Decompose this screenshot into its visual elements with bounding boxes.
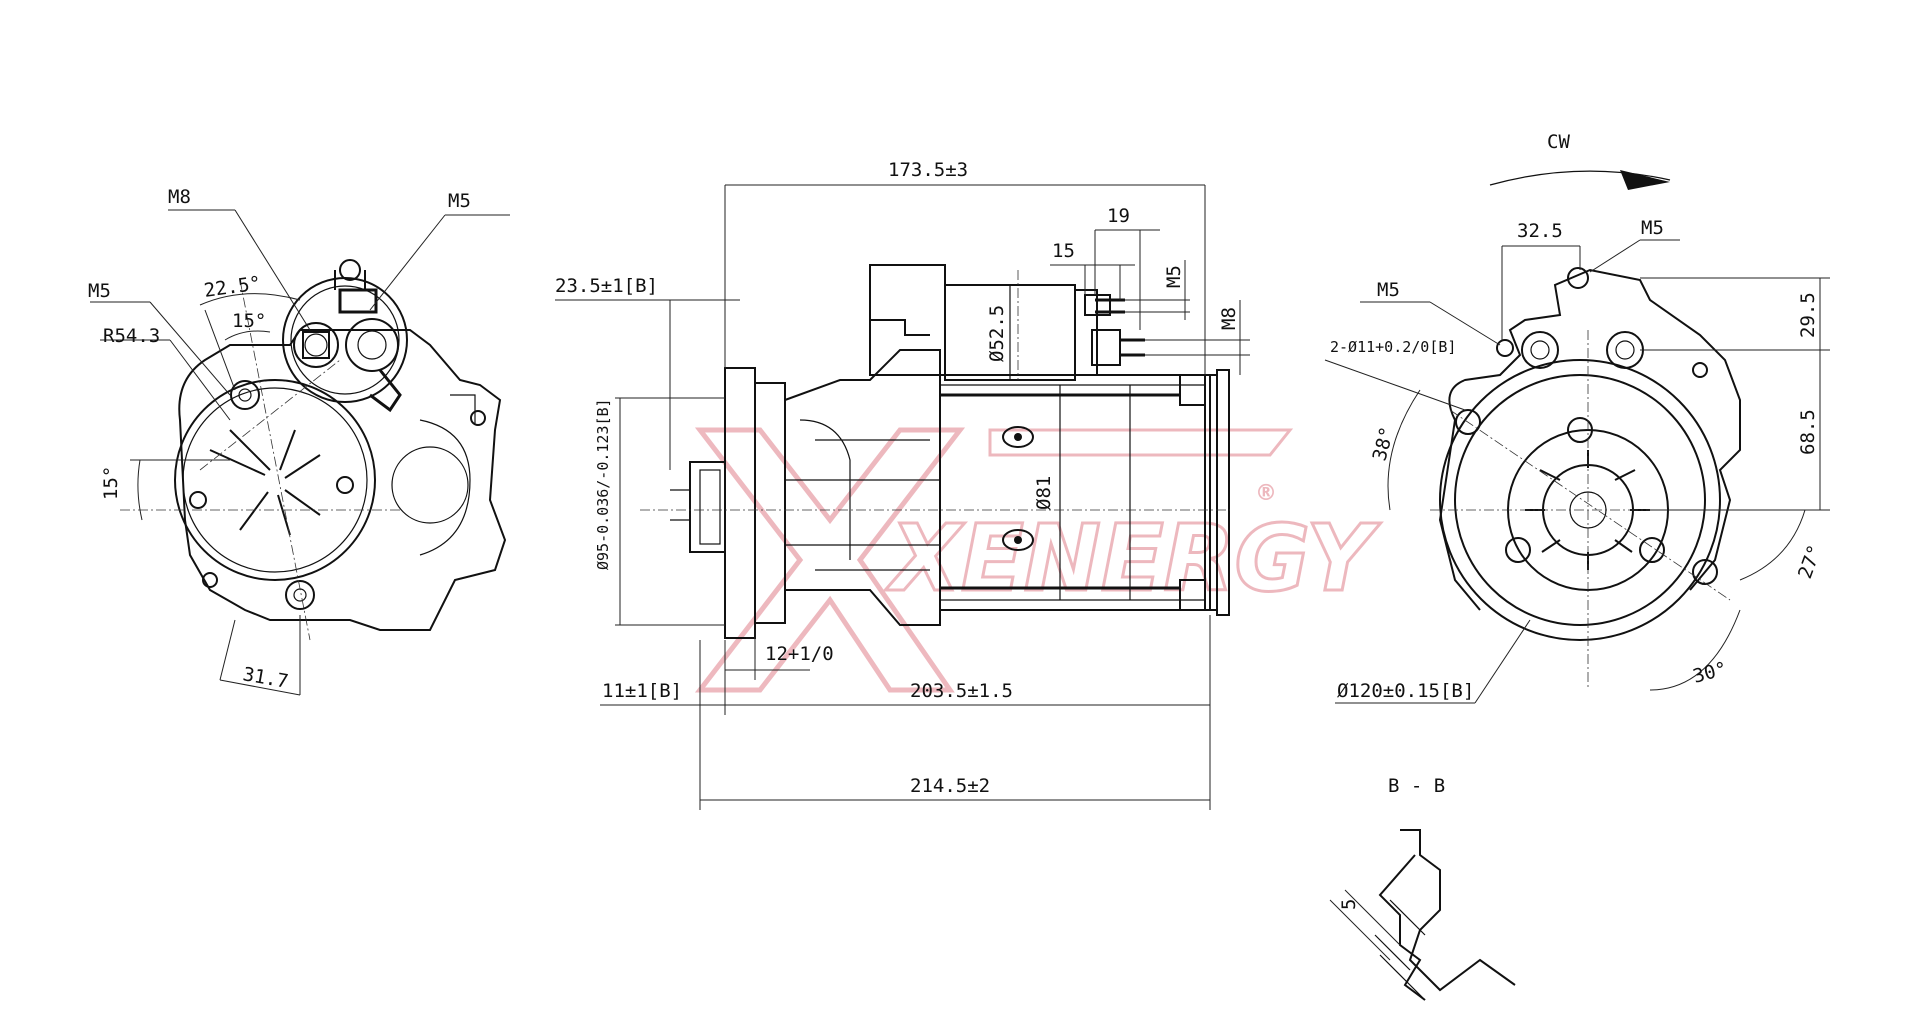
label-angle-30: 30°	[1691, 658, 1730, 688]
label-m5-left-top: M5	[448, 190, 471, 212]
label-dim-325: 32.5	[1517, 220, 1563, 242]
label-dim-235: 23.5±1[B]	[555, 275, 658, 297]
right-end-view: CW 32.5 M5	[1324, 131, 1830, 704]
label-dim-5: 5	[1338, 899, 1360, 910]
section-bb: B - B 5	[1329, 775, 1516, 1001]
left-end-view: M8 M5 M5 R54.3 22.5° 15° 15° 31.7	[88, 186, 510, 696]
label-dia-95: Ø95-0.036/-0.123[B]	[594, 398, 612, 570]
label-dim-685: 68.5	[1797, 409, 1819, 455]
label-r543: R54.3	[103, 325, 160, 347]
label-dim-19: 19	[1107, 205, 1130, 227]
label-m8-side: M8	[1218, 307, 1240, 330]
watermark-registered: ®	[1255, 481, 1277, 506]
label-dia-81: Ø81	[1033, 476, 1055, 510]
watermark-brand: XENERGY	[885, 505, 1381, 612]
label-dim-2035: 203.5±1.5	[910, 680, 1013, 702]
label-dim-295: 29.5	[1797, 292, 1819, 338]
label-m8-left: M8	[168, 186, 191, 208]
label-angle-225: 22.5°	[203, 272, 263, 302]
label-dim-1735: 173.5±3	[888, 159, 968, 181]
side-view: 173.5±3 19 15 M5 M8 23.5±1[B] Ø52.5 Ø81 …	[555, 159, 1250, 810]
label-holes: 2-Ø11+0.2/0[B]	[1330, 338, 1456, 356]
label-dim-317: 31.7	[241, 663, 290, 693]
label-m5-left: M5	[88, 280, 111, 302]
label-dia-525: Ø52.5	[986, 305, 1008, 362]
label-m5-right-top: M5	[1641, 217, 1664, 239]
label-dim-12: 12+1/0	[765, 643, 834, 665]
label-m5-right-left: M5	[1377, 279, 1400, 301]
label-dim-15: 15	[1052, 240, 1075, 262]
label-cw: CW	[1547, 131, 1570, 153]
label-dim-11: 11±1[B]	[602, 680, 682, 702]
watermark-logo: XENERGY ®	[694, 427, 1383, 693]
label-m5-side: M5	[1163, 265, 1185, 288]
label-dim-2145: 214.5±2	[910, 775, 990, 797]
label-angle-15-top: 15°	[232, 310, 266, 332]
section-title: B - B	[1388, 775, 1445, 797]
label-angle-38: 38°	[1369, 424, 1399, 463]
label-angle-15-left: 15°	[100, 466, 122, 500]
label-angle-27: 27°	[1794, 542, 1826, 582]
label-dia-120: Ø120±0.15[B]	[1337, 680, 1474, 702]
